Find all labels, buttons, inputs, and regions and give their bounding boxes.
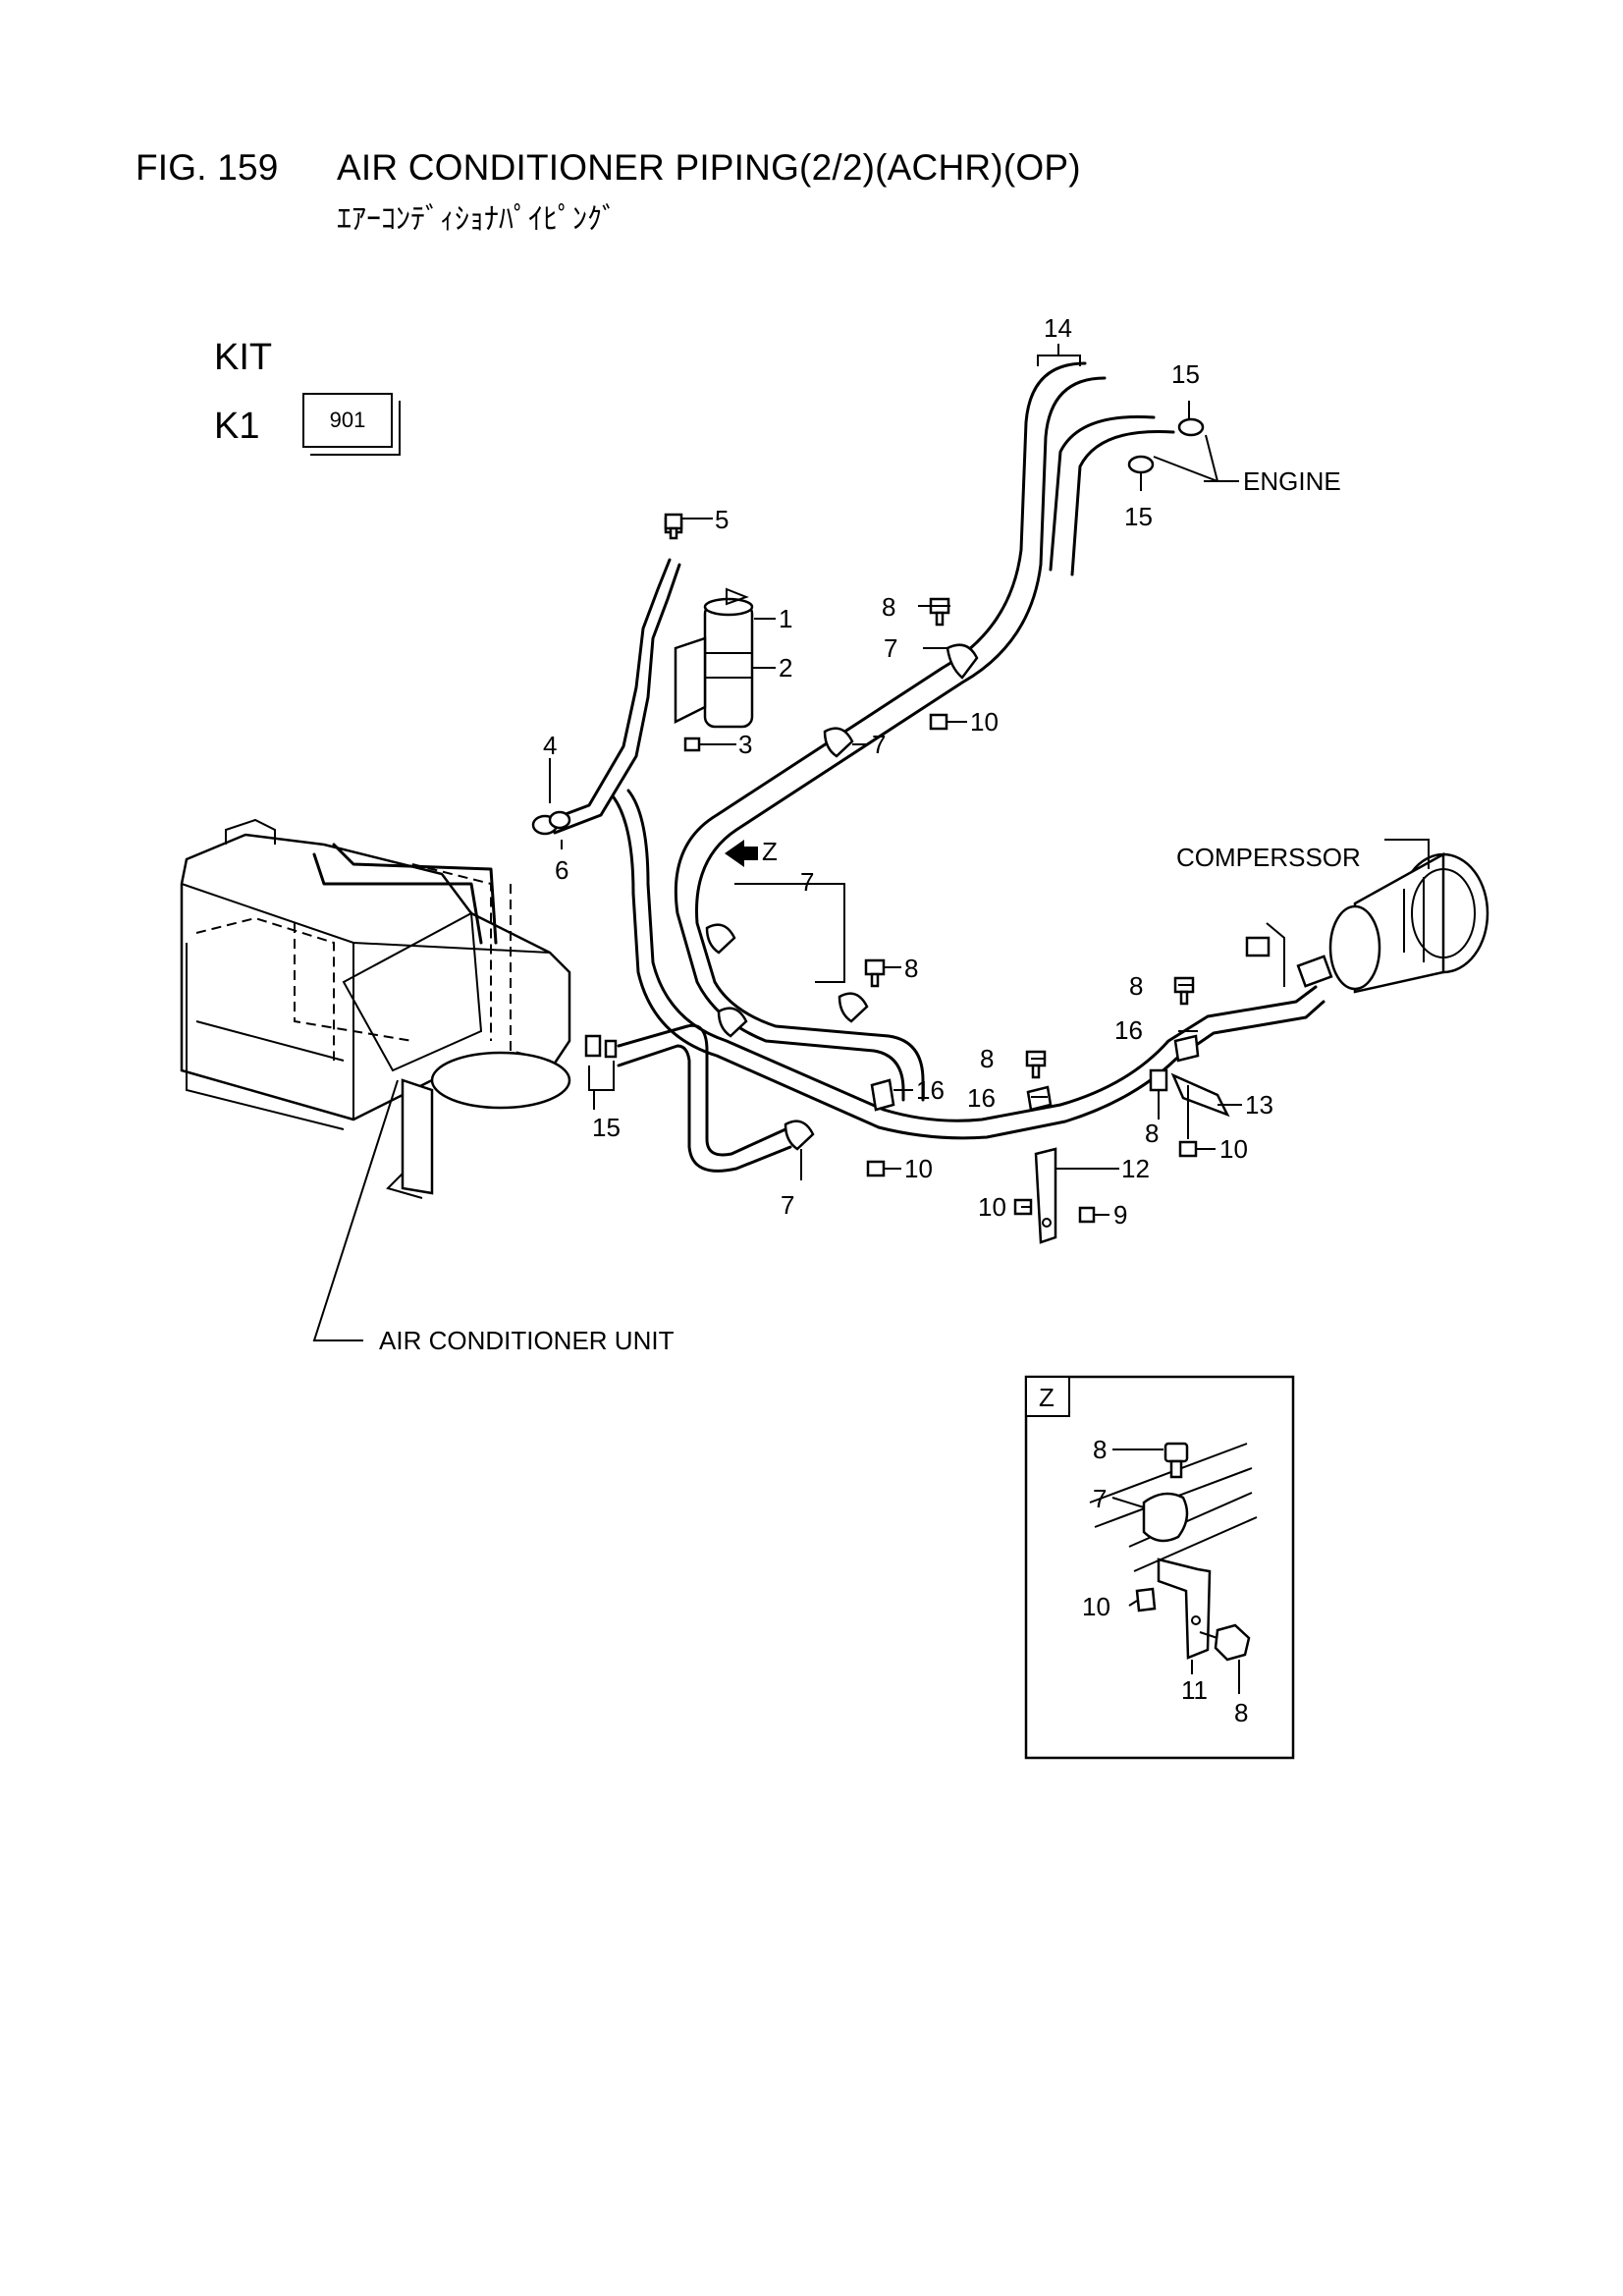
bolt-9[interactable] [1078,1206,1096,1224]
bracket-13[interactable] [1170,1072,1230,1139]
pipe-14-branch [1049,414,1156,572]
callout-2: 2 [779,653,792,683]
receiver-drier[interactable] [664,517,754,729]
kit-item-label: K1 [214,406,260,447]
compressor-fitting[interactable] [1245,922,1285,987]
engine-label: ENGINE [1243,466,1341,496]
callout-16-right: 16 [1114,1015,1143,1045]
figure-subtitle: ｴｱｰｺﾝﾃﾞｨｼｮﾅﾊﾟｲﾋﾟﾝｸﾞ [337,203,617,236]
bolt-8-right[interactable] [1173,976,1195,1006]
ac-unit-label: AIR CONDITIONER UNIT [379,1326,675,1355]
leader-lines [312,344,1430,1341]
suction-pipe[interactable] [626,789,1269,1122]
clamp-15-lower[interactable] [1127,455,1155,474]
detail-z-callout-8-top: 8 [1093,1435,1107,1464]
pipe-14-upper[interactable] [674,361,1087,1102]
liquid-pipe-4[interactable] [548,558,672,822]
callout-1: 1 [779,604,792,633]
bracket-16-lower[interactable] [1026,1085,1053,1112]
compressor-pipe-outer [1270,1000,1325,1025]
callout-16-lower: 16 [967,1083,996,1113]
clamp-15-unit[interactable] [584,1034,618,1091]
bracket-16-right[interactable] [1173,1034,1200,1063]
bolt-8-bracket13[interactable] [1149,1068,1168,1092]
callout-15-unit: 15 [592,1113,621,1142]
bolt-8-lower[interactable] [1025,1050,1047,1079]
bolt-3[interactable] [683,737,701,752]
callout-8-lower: 8 [980,1044,994,1073]
clamp-7-mid[interactable] [823,727,854,758]
callout-4: 4 [543,731,557,760]
bolt-5[interactable] [664,513,683,540]
callout-10-top: 10 [970,707,999,737]
compressor-label: COMPERSSOR [1176,843,1361,872]
nut-10-bracket13[interactable] [1178,1140,1198,1158]
suction-pipe-outer [612,795,1273,1140]
pipe-joint-6[interactable] [531,810,571,836]
callout-8-right: 8 [1129,971,1143,1001]
callout-14: 14 [1044,313,1072,343]
pipe-14-lower[interactable] [695,376,1107,1102]
callout-7-upper-bracket: 7 [800,867,814,897]
kit-code-box[interactable]: 901 [302,393,393,448]
figure-name: AIR CONDITIONER PIPING(2/2)(ACHR)(OP) [337,147,1081,188]
callout-8-bracket13: 8 [1145,1119,1159,1148]
air-conditioner-unit[interactable] [180,818,571,1199]
callout-3: 3 [738,730,752,759]
callout-8-mid: 8 [904,954,918,983]
figure-number: FIG. 159 [135,147,279,188]
figure-title: FIG. 159 AIR CONDITIONER PIPING(2/2)(ACHR… [135,147,1081,189]
kit-label: KIT [214,337,273,378]
pipe-to-unit-outer [617,1044,792,1173]
callout-10-bracket12: 10 [978,1192,1006,1222]
bolt-8-top[interactable] [929,597,950,627]
clamp-7-lower-mid[interactable] [717,1007,748,1038]
liquid-pipe-4-outer [553,563,681,835]
detail-z-panel[interactable]: Z 8 7 10 11 8 [1024,1375,1295,1760]
nut-10-mid[interactable] [866,1160,886,1177]
callout-10-bracket13: 10 [1219,1134,1248,1164]
callout-13: 13 [1245,1090,1273,1120]
nut-10-top[interactable] [929,713,948,731]
detail-z-arrow[interactable] [725,840,758,867]
clamp-7-left[interactable] [705,923,736,955]
clamp-7-bottom[interactable] [784,1120,815,1151]
detail-z-callout-8-bottom: 8 [1234,1698,1248,1727]
callout-z-arrow: Z [762,837,778,866]
callout-12: 12 [1121,1154,1150,1183]
callout-10-mid: 10 [904,1154,933,1183]
callout-15-bottom: 15 [1124,502,1153,531]
detail-z-callout-7: 7 [1093,1484,1107,1513]
callout-15-top: 15 [1171,359,1200,389]
callout-5: 5 [715,505,729,534]
callout-7-mid: 7 [872,730,886,759]
pipe-to-unit [617,1023,787,1157]
clamp-7-right[interactable] [838,992,869,1023]
callout-9: 9 [1113,1200,1127,1230]
compressor-pipe [1265,985,1318,1009]
detail-z-label: Z [1039,1383,1055,1412]
bracket-12[interactable] [1034,1147,1057,1244]
callout-7-top: 7 [884,633,897,663]
callout-16-mid: 16 [916,1075,945,1105]
pipe-14-branch-outer [1070,429,1175,576]
bracket-16-mid[interactable] [870,1078,895,1112]
compressor[interactable] [1296,851,1489,994]
callout-6: 6 [555,855,568,885]
bolt-8-mid[interactable] [864,958,886,988]
clamp-15-upper[interactable] [1177,417,1205,437]
clamp-7-top[interactable] [946,643,979,680]
detail-z-callout-10: 10 [1082,1592,1110,1621]
detail-z-callout-11: 11 [1181,1675,1208,1705]
callout-7-bottom: 7 [781,1190,794,1220]
callout-8-top: 8 [882,592,895,622]
